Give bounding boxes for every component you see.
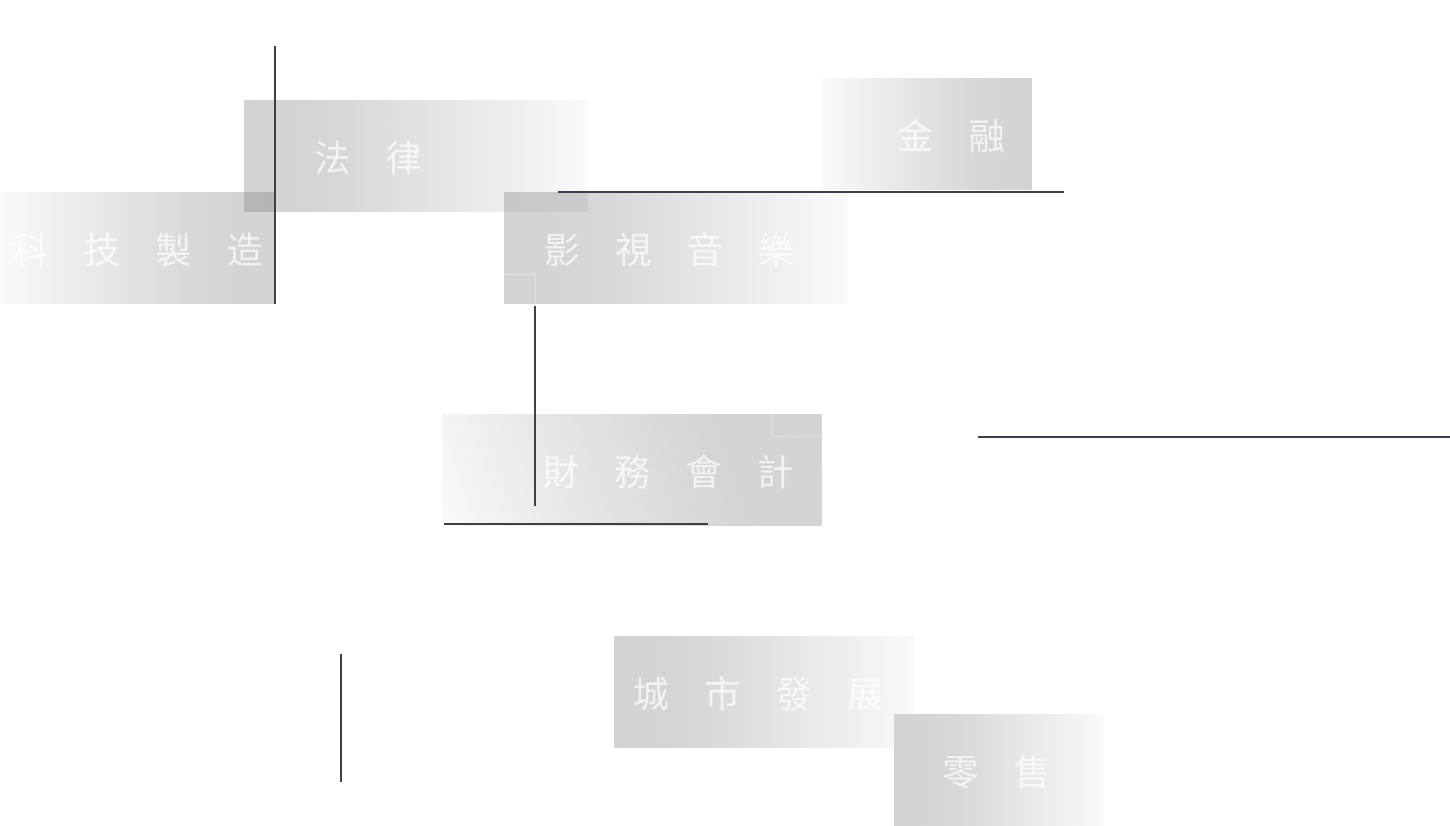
divider-line-horizontal — [558, 191, 1064, 193]
divider-line-vertical — [340, 654, 342, 782]
category-label: 影 視 音 樂 — [543, 231, 807, 272]
category-tile-urban-development[interactable]: 城 市 發 展 — [614, 636, 914, 748]
category-label: 金 融 — [897, 117, 1017, 158]
category-tile-film-music[interactable]: 影 視 音 樂 — [504, 192, 848, 304]
divider-line-vertical — [274, 46, 276, 304]
category-tile-tech-manufacturing[interactable]: 科 技 製 造 — [0, 192, 275, 304]
corner-square-outline — [772, 414, 822, 437]
overlap-shade — [504, 192, 588, 212]
category-label: 科 技 製 造 — [12, 231, 275, 272]
divider-line-horizontal — [978, 436, 1450, 438]
divider-line-horizontal — [444, 523, 708, 525]
category-label: 財 務 會 計 — [542, 453, 806, 494]
category-label: 零 售 — [942, 753, 1062, 794]
category-label: 法 律 — [314, 139, 434, 180]
category-tile-retail[interactable]: 零 售 — [894, 714, 1104, 826]
corner-square-outline — [504, 274, 536, 304]
category-tile-accounting[interactable]: 財 務 會 計 — [442, 414, 822, 526]
divider-line-vertical — [534, 306, 536, 506]
overlap-shade — [244, 192, 275, 212]
category-tile-finance[interactable]: 金 融 — [822, 78, 1032, 190]
category-label: 城 市 發 展 — [632, 675, 896, 716]
category-tile-law[interactable]: 法 律 — [244, 100, 588, 212]
